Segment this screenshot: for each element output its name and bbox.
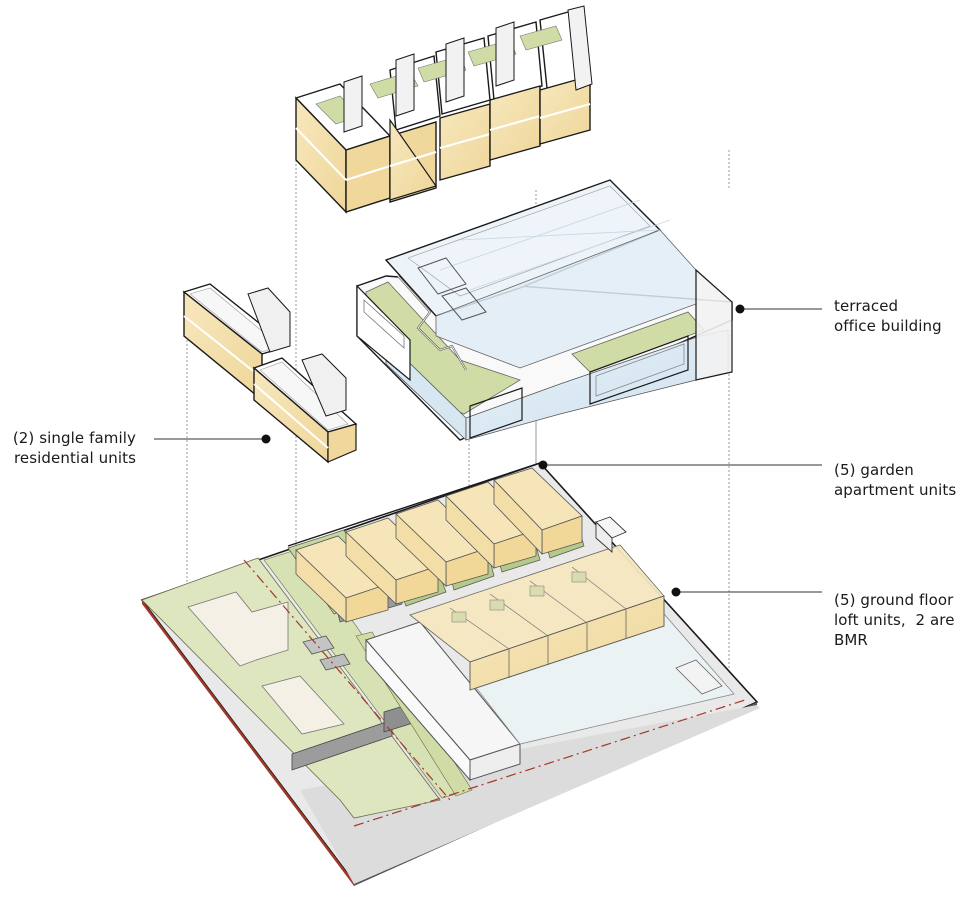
footprint-house-1	[187, 591, 289, 667]
site-front-edge	[142, 600, 354, 886]
label-loft-line1: (5) ground floor	[834, 591, 954, 609]
office-ground-side	[469, 743, 521, 781]
townhouse-module	[294, 75, 392, 214]
label-garden-line1: (5) garden	[834, 461, 914, 479]
office-window-frame	[589, 335, 689, 405]
leader-dot-office	[735, 304, 745, 314]
leader-dot-single-family	[261, 434, 271, 444]
loft-units-front	[469, 595, 665, 691]
label-loft-line2: loft units, 2 are	[834, 611, 955, 629]
entry-steps-2	[319, 653, 351, 671]
garden-unit	[493, 467, 583, 555]
footprint-house-2	[261, 675, 345, 735]
garden-unit	[345, 517, 439, 605]
service-box	[675, 659, 723, 695]
townhouse-module	[369, 53, 441, 203]
office-left-wing	[356, 284, 411, 382]
site-wall	[291, 719, 393, 771]
skylight	[489, 599, 505, 611]
leader-dot-loft	[671, 587, 681, 597]
townhouse-module	[417, 37, 491, 181]
garden-units-site	[287, 462, 585, 623]
label-office-line1: terraced	[834, 297, 899, 315]
label-garden-apartments: (5) garden apartment units	[834, 460, 956, 500]
stair-tower-front	[595, 520, 613, 553]
leader-dot-garden	[538, 460, 548, 470]
single-family-house	[252, 353, 358, 464]
skylight	[571, 571, 587, 583]
street-paving	[300, 705, 760, 884]
label-single-family: (2) single family residential units	[6, 428, 136, 468]
label-loft-units: (5) ground floor loft units, 2 are BMR	[834, 590, 955, 650]
garden-unit	[395, 499, 489, 587]
townhouse-module	[519, 5, 593, 145]
property-line-bottom	[353, 699, 746, 827]
label-single-family-line2: residential units	[13, 449, 136, 467]
terrace-frame	[441, 287, 487, 321]
office-right-end	[695, 268, 733, 381]
single-family-units	[182, 283, 358, 464]
single-family-house	[182, 283, 291, 402]
garden-unit	[445, 481, 537, 569]
garden-unit	[295, 535, 389, 623]
skylight	[529, 585, 545, 597]
terrace-frame	[417, 257, 467, 295]
label-loft-line3: BMR	[834, 631, 868, 649]
label-office-line2: office building	[834, 317, 942, 335]
office-window-frame	[469, 387, 523, 439]
office-building	[356, 179, 733, 441]
office-window-frame	[595, 343, 685, 397]
office-left-window	[363, 299, 405, 349]
property-line-left	[243, 559, 451, 801]
skylight	[451, 611, 467, 623]
label-office-building: terraced office building	[834, 296, 942, 336]
label-garden-line2: apartment units	[834, 481, 957, 499]
leader-lines	[154, 304, 822, 597]
label-single-family-line1: (2) single family	[12, 429, 136, 447]
office-roof-plate	[407, 185, 651, 297]
terrace-railing-inner	[397, 275, 467, 371]
garden-units-exploded	[294, 5, 593, 214]
site-base	[140, 462, 760, 886]
entry-steps	[302, 635, 335, 655]
loft-units	[409, 516, 665, 691]
